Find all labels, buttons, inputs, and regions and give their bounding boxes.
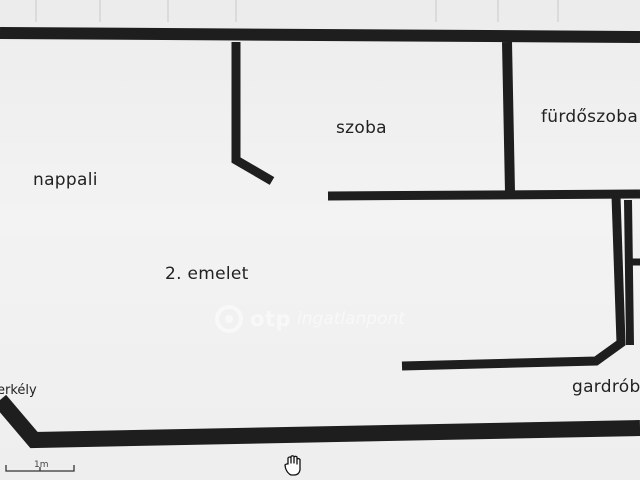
watermark-suffix: ingatlanpont xyxy=(297,309,405,329)
wall-bottom xyxy=(0,394,640,449)
walls xyxy=(0,27,640,449)
room-label-room: szoba xyxy=(336,118,387,138)
grid-lines xyxy=(35,0,559,22)
wall-bath-left xyxy=(502,41,515,193)
floor-label: 2. emelet xyxy=(165,264,249,284)
room-label-wardrobe: gardrób xyxy=(572,377,640,397)
logo-otp-icon xyxy=(215,305,243,333)
scale-bar xyxy=(5,465,75,472)
watermark-brand: otp xyxy=(250,307,291,331)
wall-top xyxy=(0,27,640,43)
scale-label: 1m xyxy=(34,460,49,470)
wall-room-bottom xyxy=(327,189,640,201)
watermark: otp ingatlanpont xyxy=(214,304,405,334)
wall-right-stub xyxy=(624,199,634,346)
room-label-living: nappali xyxy=(33,170,98,190)
wall-wardrobe xyxy=(401,195,626,371)
hand-cursor-icon xyxy=(284,455,301,476)
room-label-bathroom: fürdőszoba xyxy=(541,107,639,127)
wall-room-left xyxy=(231,42,275,185)
room-label-balcony: erkély xyxy=(0,383,37,398)
